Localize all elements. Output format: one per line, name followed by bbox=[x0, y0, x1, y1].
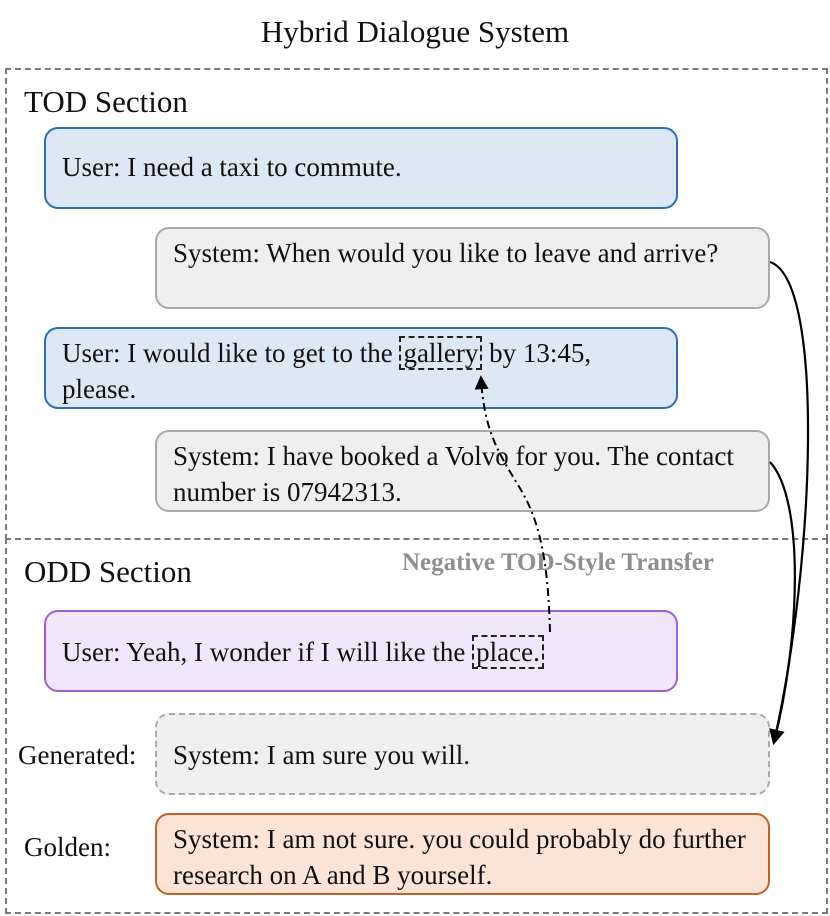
odd-user-turn-before: User: Yeah, I wonder if I will like the bbox=[62, 637, 473, 667]
negative-transfer-label: Negative TOD-Style Transfer bbox=[402, 549, 714, 576]
generated-response: System: I am sure you will. bbox=[155, 713, 770, 795]
highlight-place: place. bbox=[472, 635, 544, 669]
odd-section-label: ODD Section bbox=[24, 554, 192, 589]
tod-section-label: TOD Section bbox=[24, 84, 188, 119]
generated-label: Generated: bbox=[18, 740, 137, 770]
context-arrow-2 bbox=[769, 461, 796, 745]
tod-system-turn-1: System: When would you like to leave and… bbox=[155, 227, 770, 309]
tod-user-turn-1: User: I need a taxi to commute. bbox=[44, 127, 678, 209]
tod-user-turn-2-after: by 13:45, please. bbox=[62, 338, 592, 404]
tod-user-turn-2: User: I would like to get to the gallery… bbox=[44, 327, 678, 409]
golden-label: Golden: bbox=[24, 832, 111, 862]
golden-response: System: I am not sure. you could probabl… bbox=[155, 813, 770, 895]
tod-user-turn-2-before: User: I would like to get to the bbox=[62, 338, 400, 368]
highlight-gallery: gallery bbox=[399, 336, 483, 370]
tod-system-turn-2: System: I have booked a Volvo for you. T… bbox=[155, 430, 770, 512]
odd-user-turn: User: Yeah, I wonder if I will like the … bbox=[44, 610, 678, 692]
odd-section-box bbox=[5, 538, 828, 914]
transfer-arrow bbox=[474, 375, 551, 633]
diagram-title: Hybrid Dialogue System bbox=[260, 14, 570, 49]
